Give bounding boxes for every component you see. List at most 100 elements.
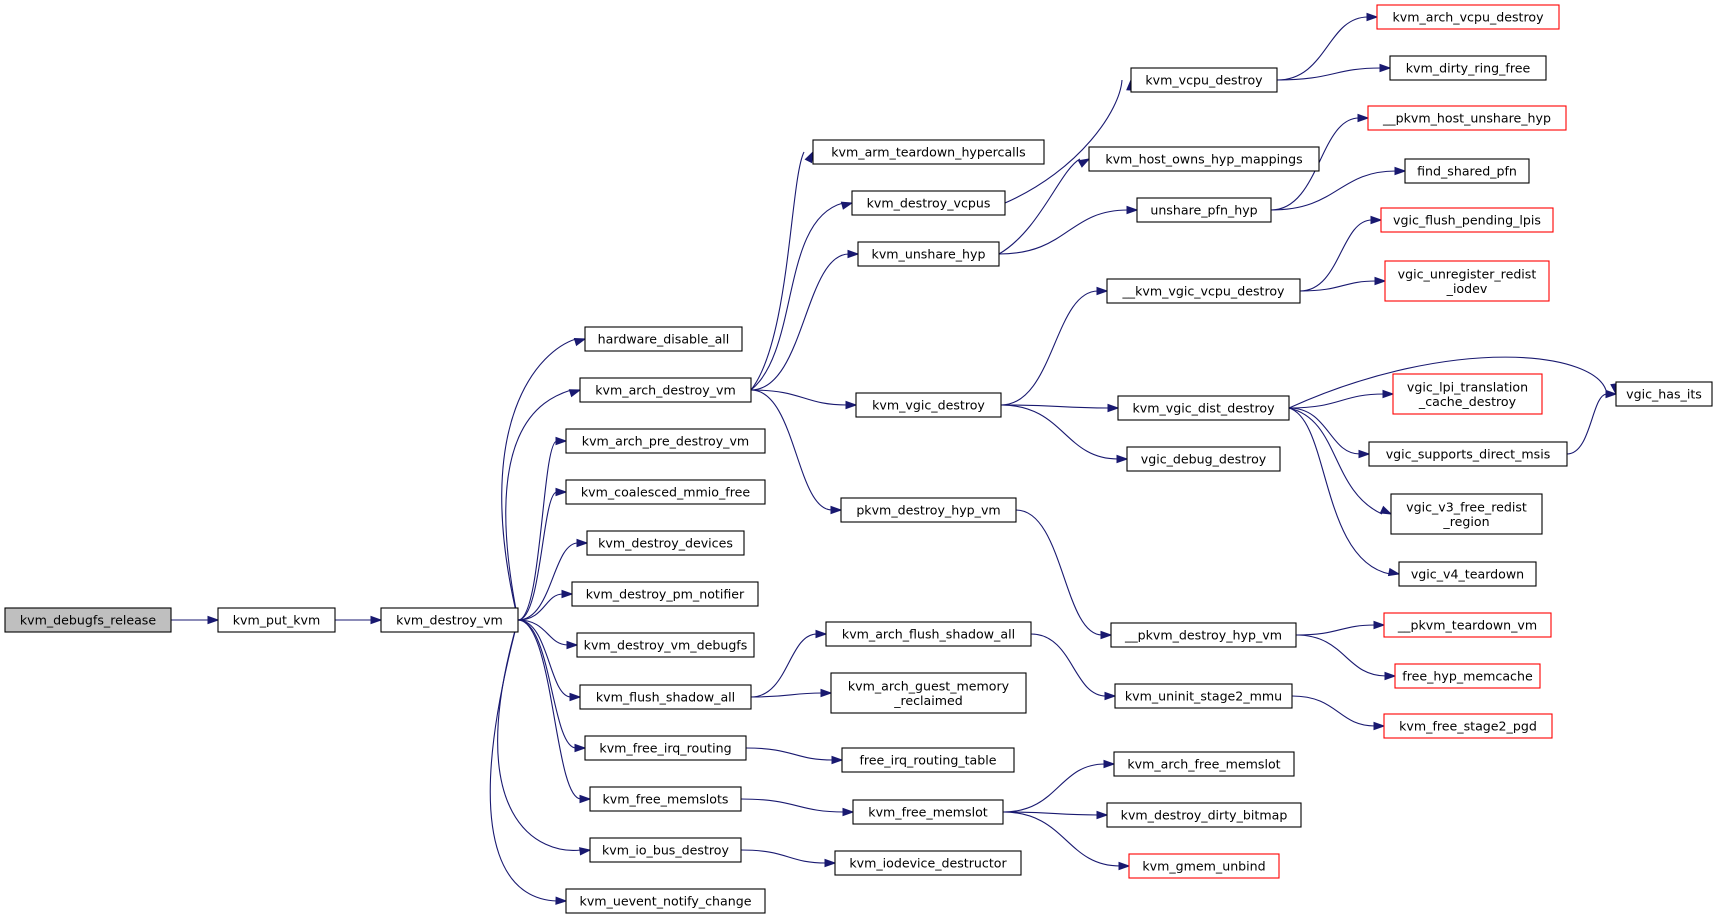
node-box bbox=[380, 607, 519, 633]
function-node-unshare-pfn-hyp[interactable]: unshare_pfn_hyp bbox=[1136, 197, 1272, 223]
function-node-kvm-unshare-hyp[interactable]: kvm_unshare_hyp bbox=[857, 241, 1000, 267]
node-box bbox=[841, 747, 1015, 773]
function-node-pkvm-host-unshare-hyp[interactable]: __pkvm_host_unshare_hyp bbox=[1367, 105, 1567, 131]
node-label: _iodev bbox=[1446, 281, 1488, 296]
function-node-kvm-destroy-vm[interactable]: kvm_destroy_vm bbox=[380, 607, 519, 633]
function-node-kvm-vgic-vcpu-destroy[interactable]: __kvm_vgic_vcpu_destroy bbox=[1106, 278, 1301, 304]
node-box bbox=[1088, 146, 1320, 172]
function-node-kvm-vgic-destroy[interactable]: kvm_vgic_destroy bbox=[855, 392, 1002, 418]
function-node-vgic-debug-destroy[interactable]: vgic_debug_destroy bbox=[1126, 446, 1281, 472]
call-edge bbox=[750, 389, 843, 515]
node-box bbox=[1394, 663, 1541, 689]
node-label: _cache_destroy bbox=[1418, 394, 1517, 409]
node-box bbox=[1383, 713, 1553, 739]
function-node-kvm-destroy-dirty-bitmap[interactable]: kvm_destroy_dirty_bitmap bbox=[1106, 802, 1302, 828]
function-node-kvm-vcpu-destroy[interactable]: kvm_vcpu_destroy bbox=[1130, 67, 1278, 93]
node-label: vgic_v4_teardown bbox=[1411, 567, 1524, 582]
function-node-kvm-arm-teardown-hypercalls[interactable]: kvm_arm_teardown_hypercalls bbox=[812, 139, 1045, 165]
node-box bbox=[1117, 395, 1290, 421]
function-node-kvm-uevent-notify-change[interactable]: kvm_uevent_notify_change bbox=[565, 888, 766, 914]
call-edge bbox=[998, 158, 1091, 255]
function-node-vgic-has-its[interactable]: vgic_has_its bbox=[1615, 381, 1713, 407]
call-edge bbox=[750, 389, 858, 410]
function-node-kvm-uninit-stage2-mmu[interactable]: kvm_uninit_stage2_mmu bbox=[1114, 683, 1293, 709]
function-node-kvm-arch-flush-shadow-all[interactable]: kvm_arch_flush_shadow_all bbox=[825, 621, 1032, 647]
call-edge bbox=[750, 629, 828, 698]
node-label: kvm_dirty_ring_free bbox=[1406, 61, 1531, 76]
function-node-kvm-destroy-vm-debugfs[interactable]: kvm_destroy_vm_debugfs bbox=[576, 632, 755, 658]
function-node-kvm-arch-guest-memory-reclaimed[interactable]: kvm_arch_guest_memory_reclaimed bbox=[830, 672, 1027, 714]
call-edge bbox=[517, 619, 592, 804]
function-node-kvm-gmem-unbind[interactable]: kvm_gmem_unbind bbox=[1128, 853, 1280, 879]
node-box bbox=[1130, 67, 1278, 93]
node-box bbox=[1380, 207, 1554, 233]
function-node-kvm-free-irq-routing[interactable]: kvm_free_irq_routing bbox=[584, 735, 747, 761]
call-edge bbox=[517, 538, 589, 621]
function-node-kvm-vgic-dist-destroy[interactable]: kvm_vgic_dist_destroy bbox=[1117, 395, 1290, 421]
node-label: kvm_destroy_vm bbox=[396, 613, 503, 628]
call-edge bbox=[517, 619, 579, 650]
node-label: __pkvm_destroy_hyp_vm bbox=[1124, 628, 1282, 643]
node-label: vgic_supports_direct_msis bbox=[1386, 447, 1551, 462]
call-edge bbox=[1030, 633, 1117, 701]
function-node-kvm-free-stage2-pgd[interactable]: kvm_free_stage2_pgd bbox=[1383, 713, 1553, 739]
call-edge bbox=[1270, 166, 1407, 211]
node-box bbox=[851, 190, 1006, 216]
node-box bbox=[1384, 260, 1550, 302]
call-edge bbox=[517, 487, 568, 621]
node-label: pkvm_destroy_hyp_vm bbox=[856, 503, 1000, 518]
function-node-kvm-host-owns-hyp-mappings[interactable]: kvm_host_owns_hyp_mappings bbox=[1088, 146, 1320, 172]
function-node-hardware-disable-all[interactable]: hardware_disable_all bbox=[584, 326, 743, 352]
call-edge bbox=[745, 747, 844, 765]
function-node-kvm-arch-free-memslot[interactable]: kvm_arch_free_memslot bbox=[1113, 751, 1295, 777]
node-label: kvm_gmem_unbind bbox=[1142, 859, 1265, 874]
function-node-kvm-destroy-vcpus[interactable]: kvm_destroy_vcpus bbox=[851, 190, 1006, 216]
function-node-kvm-flush-shadow-all[interactable]: kvm_flush_shadow_all bbox=[579, 684, 752, 710]
call-edge bbox=[1000, 403, 1120, 413]
node-label: kvm_arch_destroy_vm bbox=[595, 383, 735, 398]
function-node-find-shared-pfn[interactable]: find_shared_pfn bbox=[1404, 158, 1530, 184]
function-node-kvm-coalesced-mmio-free[interactable]: kvm_coalesced_mmio_free bbox=[565, 479, 766, 505]
node-box bbox=[1110, 622, 1297, 648]
function-node-free-irq-routing-table[interactable]: free_irq_routing_table bbox=[841, 747, 1015, 773]
function-node-vgic-v4-teardown[interactable]: vgic_v4_teardown bbox=[1398, 561, 1537, 587]
node-box bbox=[571, 581, 759, 607]
function-node-kvm-debugfs-release[interactable]: kvm_debugfs_release bbox=[4, 607, 172, 633]
node-label: hardware_disable_all bbox=[598, 332, 730, 347]
node-box bbox=[1392, 373, 1543, 415]
function-node-vgic-lpi-translation-cache-destroy[interactable]: vgic_lpi_translation_cache_destroy bbox=[1392, 373, 1543, 415]
function-node-vgic-flush-pending-lpis[interactable]: vgic_flush_pending_lpis bbox=[1380, 207, 1554, 233]
node-box bbox=[589, 837, 742, 863]
function-node-pkvm-destroy-hyp-vm[interactable]: __pkvm_destroy_hyp_vm bbox=[1110, 622, 1297, 648]
node-box bbox=[565, 428, 766, 454]
node-label: kvm_coalesced_mmio_free bbox=[581, 485, 751, 500]
function-node-vgic-supports-direct-msis[interactable]: vgic_supports_direct_msis bbox=[1368, 441, 1568, 467]
node-label: vgic_unregister_redist bbox=[1398, 266, 1537, 281]
function-node-kvm-iodevice-destructor[interactable]: kvm_iodevice_destructor bbox=[834, 850, 1022, 876]
function-node-kvm-put-kvm[interactable]: kvm_put_kvm bbox=[217, 607, 336, 633]
function-node-vgic-unregister-redist-iodev[interactable]: vgic_unregister_redist_iodev bbox=[1384, 260, 1550, 302]
function-node-kvm-arch-vcpu-destroy[interactable]: kvm_arch_vcpu_destroy bbox=[1376, 4, 1560, 30]
node-label: kvm_vcpu_destroy bbox=[1145, 73, 1263, 88]
function-node-kvm-destroy-devices[interactable]: kvm_destroy_devices bbox=[586, 530, 745, 556]
function-node-kvm-free-memslot[interactable]: kvm_free_memslot bbox=[852, 799, 1004, 825]
call-edge bbox=[501, 338, 587, 621]
function-node-pkvm-teardown-vm[interactable]: __pkvm_teardown_vm bbox=[1383, 612, 1552, 638]
function-node-vgic-v3-free-redist-region[interactable]: vgic_v3_free_redist_region bbox=[1390, 493, 1543, 535]
function-node-kvm-dirty-ring-free[interactable]: kvm_dirty_ring_free bbox=[1389, 55, 1547, 81]
function-node-kvm-destroy-pm-notifier[interactable]: kvm_destroy_pm_notifier bbox=[571, 581, 759, 607]
node-label: find_shared_pfn bbox=[1417, 164, 1517, 179]
node-box bbox=[1106, 278, 1301, 304]
node-box bbox=[1376, 4, 1560, 30]
function-node-kvm-free-memslots[interactable]: kvm_free_memslots bbox=[589, 786, 742, 812]
function-node-pkvm-destroy-hyp-vm[interactable]: pkvm_destroy_hyp_vm bbox=[840, 497, 1017, 523]
function-node-free-hyp-memcache[interactable]: free_hyp_memcache bbox=[1394, 663, 1541, 689]
node-label: kvm_arm_teardown_hypercalls bbox=[831, 145, 1025, 160]
function-node-kvm-arch-pre-destroy-vm[interactable]: kvm_arch_pre_destroy_vm bbox=[565, 428, 766, 454]
call-edge bbox=[750, 688, 833, 698]
function-node-kvm-io-bus-destroy[interactable]: kvm_io_bus_destroy bbox=[589, 837, 742, 863]
node-label: kvm_arch_flush_shadow_all bbox=[842, 627, 1015, 642]
function-node-kvm-arch-destroy-vm[interactable]: kvm_arch_destroy_vm bbox=[579, 377, 752, 403]
call-edge bbox=[750, 201, 854, 391]
node-label: kvm_destroy_vcpus bbox=[867, 196, 991, 211]
